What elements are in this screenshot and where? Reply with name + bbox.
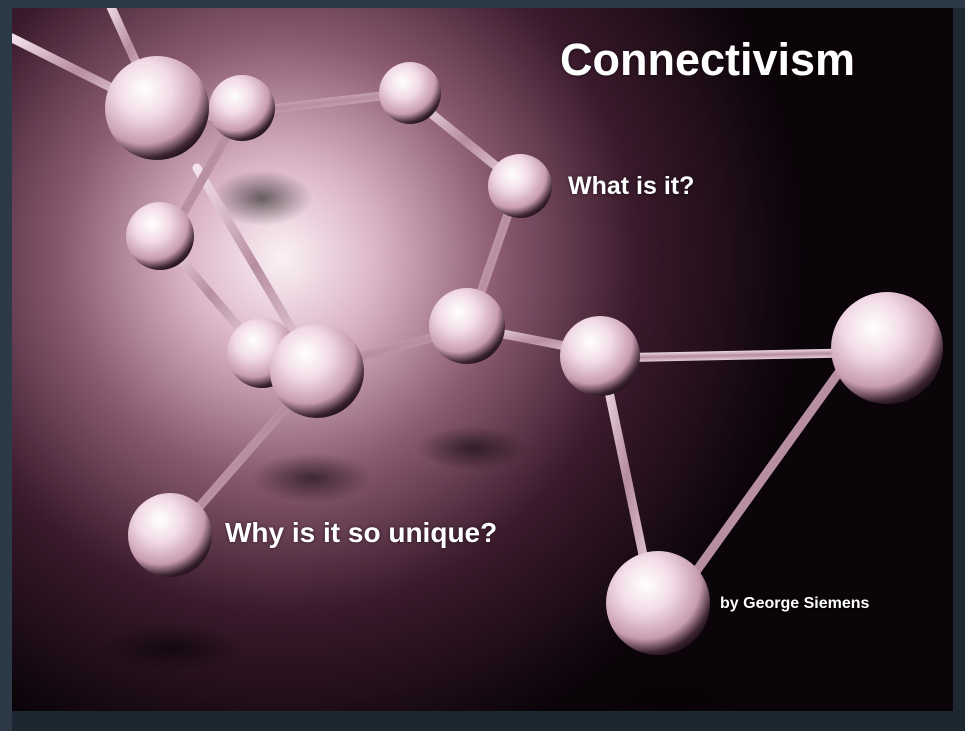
atom: [105, 56, 209, 160]
presentation-slide: Connectivism What is it? Why is it so un…: [12, 8, 953, 711]
atom: [488, 154, 552, 218]
molecule-illustration: [12, 8, 953, 711]
atom: [270, 324, 364, 418]
slide-title: Connectivism: [560, 34, 856, 85]
molecule-atoms: [105, 56, 943, 655]
sphere-shadows: [102, 170, 742, 711]
atom: [560, 316, 640, 396]
question-why: Why is it so unique?: [225, 517, 498, 548]
atom: [209, 75, 275, 141]
atom: [429, 288, 505, 364]
frame-left-edge: [0, 0, 12, 731]
atom: [606, 551, 710, 655]
question-what: What is it?: [568, 172, 695, 200]
atom: [128, 493, 212, 577]
atom: [126, 202, 194, 270]
atom: [379, 62, 441, 124]
frame-top-edge: [0, 0, 965, 8]
author-byline: by George Siemens: [720, 595, 870, 612]
atom: [831, 292, 943, 404]
